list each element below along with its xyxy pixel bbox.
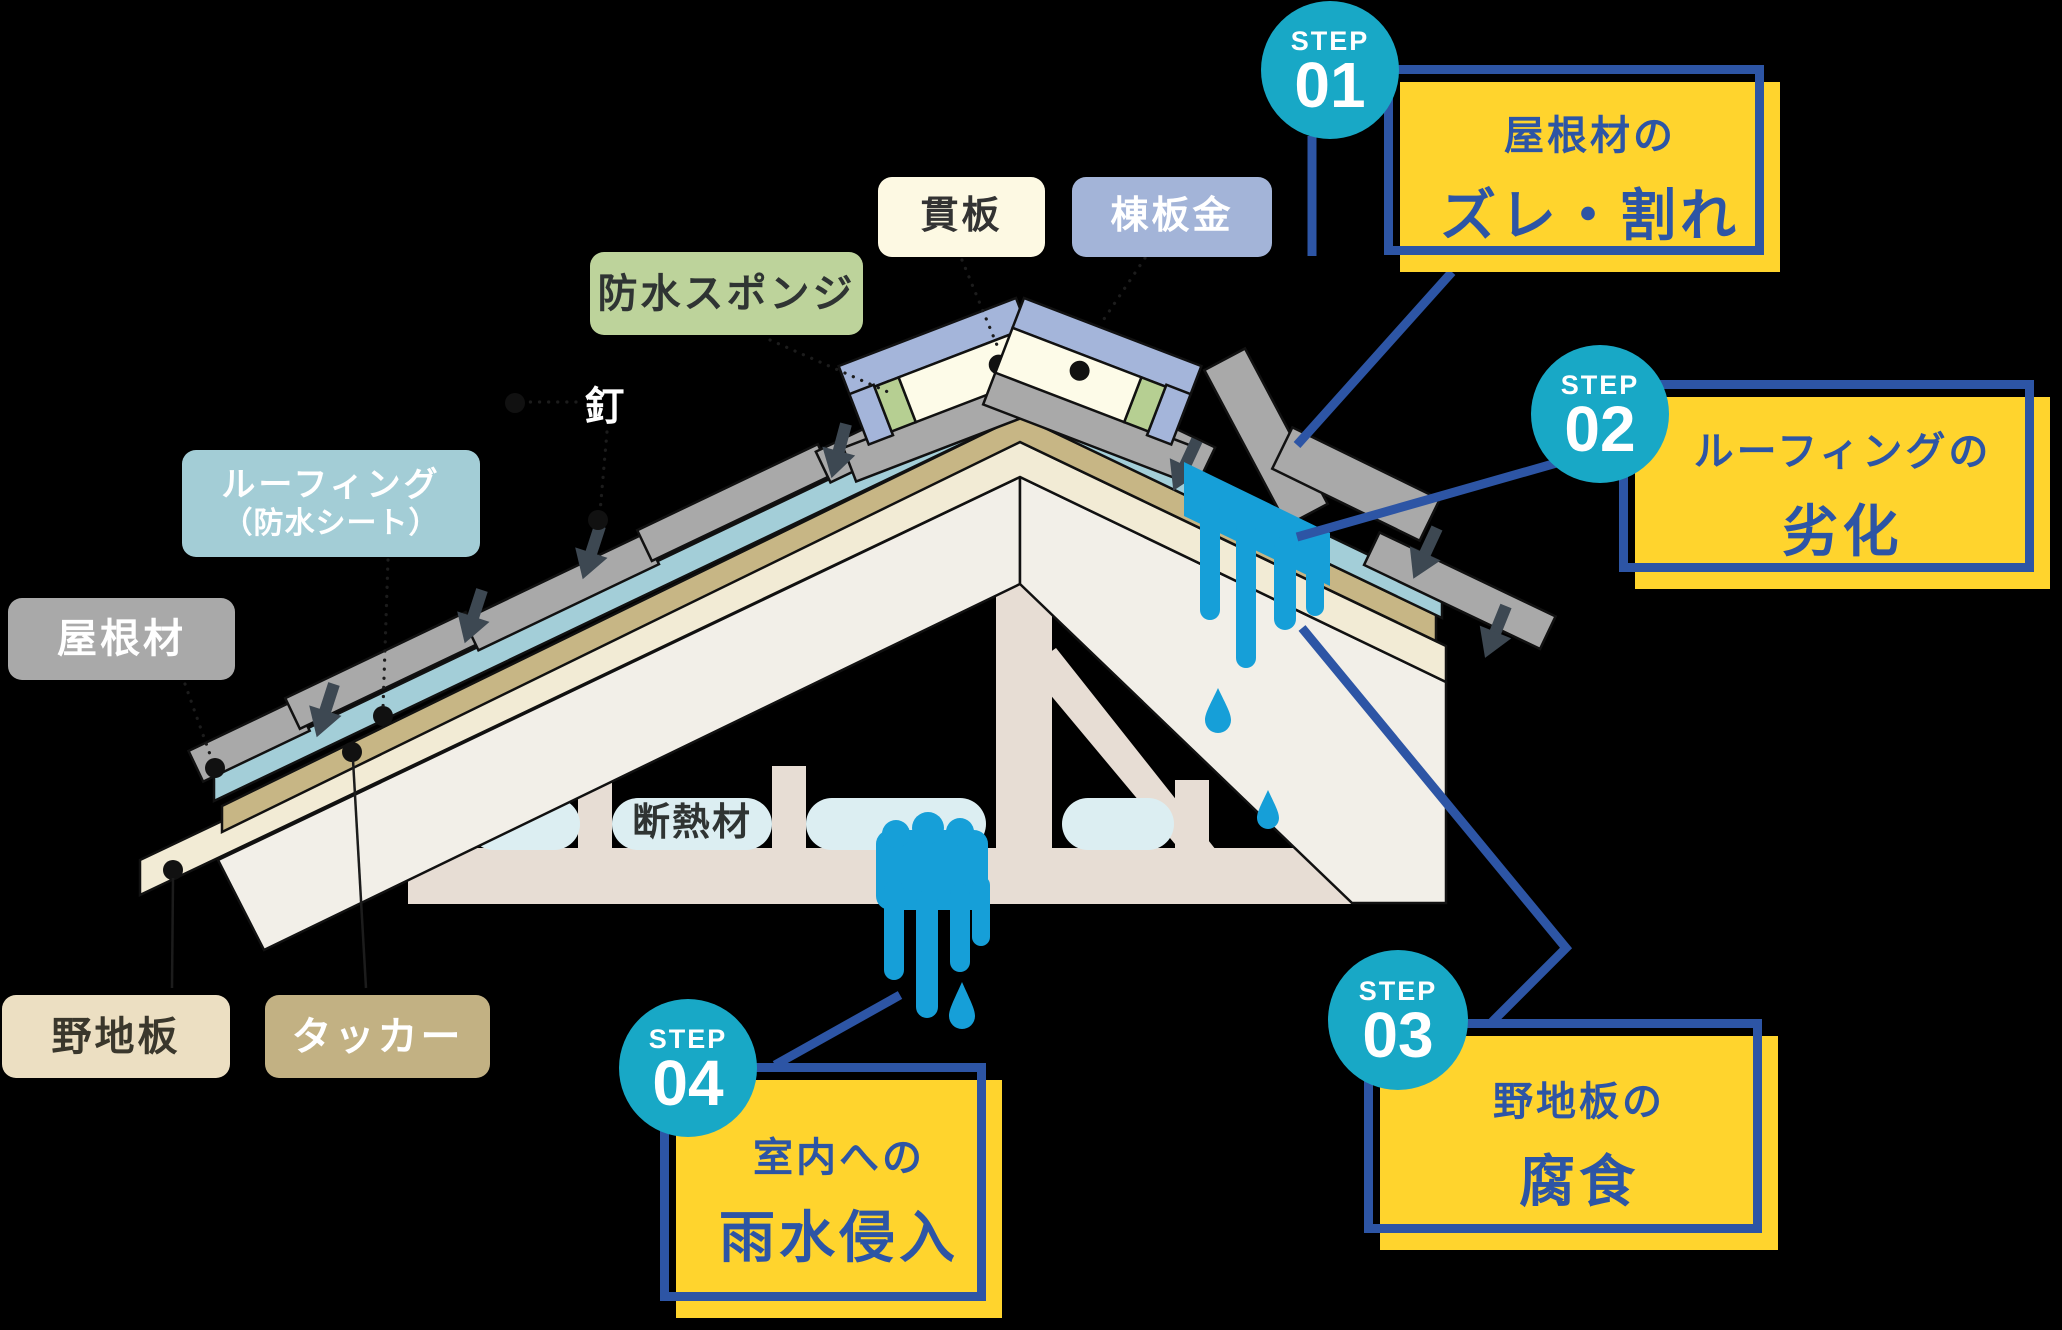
step3-line2: 腐食 <box>1519 1149 1639 1213</box>
step3-text: 野地板の 腐食 <box>1380 1036 1778 1250</box>
step4-text: 室内への 雨水侵入 <box>676 1080 1002 1318</box>
step4-line1: 室内への <box>753 1135 925 1180</box>
label-roofing-sheet: ルーフィング （防水シート） <box>182 450 480 557</box>
water-droplet <box>949 982 975 1029</box>
label-roofing-material: 屋根材 <box>8 598 235 680</box>
step-pointer-lines <box>772 136 1573 1069</box>
step1-box <box>1400 82 1780 272</box>
step2-line2: 劣化 <box>1782 499 1903 563</box>
water-droplet <box>1257 790 1279 829</box>
step1-line1: 屋根材の <box>1504 113 1676 158</box>
step2-badge-number: 02 <box>1564 392 1636 465</box>
step1-badge-number: 01 <box>1294 48 1366 121</box>
label-insulation: 断熱材 <box>631 802 752 845</box>
step1-badge-label: STEP <box>1290 25 1370 56</box>
step3-badge-number: 03 <box>1362 998 1434 1071</box>
label-sheathing-board: 野地板 <box>2 995 230 1078</box>
label-waterproof-sponge: 防水スポンジ <box>590 252 863 335</box>
pointer-dots <box>163 393 608 880</box>
ridge-cap-right <box>981 296 1203 484</box>
step4-box-outline <box>660 1063 986 1301</box>
water-droplet <box>1205 688 1231 733</box>
step4-badge: STEP 04 <box>619 999 757 1137</box>
step3-box <box>1380 1036 1778 1250</box>
step3-line1: 野地板の <box>1493 1079 1665 1124</box>
label-crosspiece-board: 貫板 <box>878 177 1045 257</box>
step2-badge-label: STEP <box>1560 369 1640 400</box>
step3-box-outline <box>1364 1019 1762 1233</box>
step2-box <box>1635 397 2050 589</box>
label-leader-lines-solid <box>170 759 368 989</box>
step4-badge-label: STEP <box>648 1023 728 1054</box>
truss-strut-right <box>1028 648 1216 850</box>
step3-badge: STEP 03 <box>1328 950 1468 1090</box>
water-leak-roof <box>1184 462 1330 829</box>
step2-line1: ルーフィングの <box>1693 429 1992 474</box>
step4-line2: 雨水侵入 <box>719 1205 959 1269</box>
step3-badge-label: STEP <box>1358 975 1438 1006</box>
label-leader-lines <box>183 256 1147 762</box>
nail-dot <box>1069 360 1090 381</box>
step2-text: ルーフィングの 劣化 <box>1635 397 2050 589</box>
post <box>1175 780 1209 850</box>
water-leak-ceiling <box>876 812 990 1029</box>
step2-badge: STEP 02 <box>1531 345 1669 483</box>
label-nail: 釘 <box>584 385 628 429</box>
step1-line2: ズレ・割れ <box>1440 183 1740 247</box>
step1-badge: STEP 01 <box>1261 1 1399 139</box>
label-tacker: タッカー <box>265 995 490 1078</box>
label-roofing-line1: ルーフィング <box>221 466 441 505</box>
insulation-batts <box>468 798 1174 850</box>
label-roofing-line2: （防水シート） <box>222 506 440 540</box>
step1-text: 屋根材の ズレ・割れ <box>1400 82 1780 272</box>
post <box>772 766 806 850</box>
step1-box-outline <box>1384 65 1764 255</box>
step4-badge-number: 04 <box>652 1046 724 1119</box>
label-ridge-sheet-metal: 棟板金 <box>1072 177 1272 257</box>
